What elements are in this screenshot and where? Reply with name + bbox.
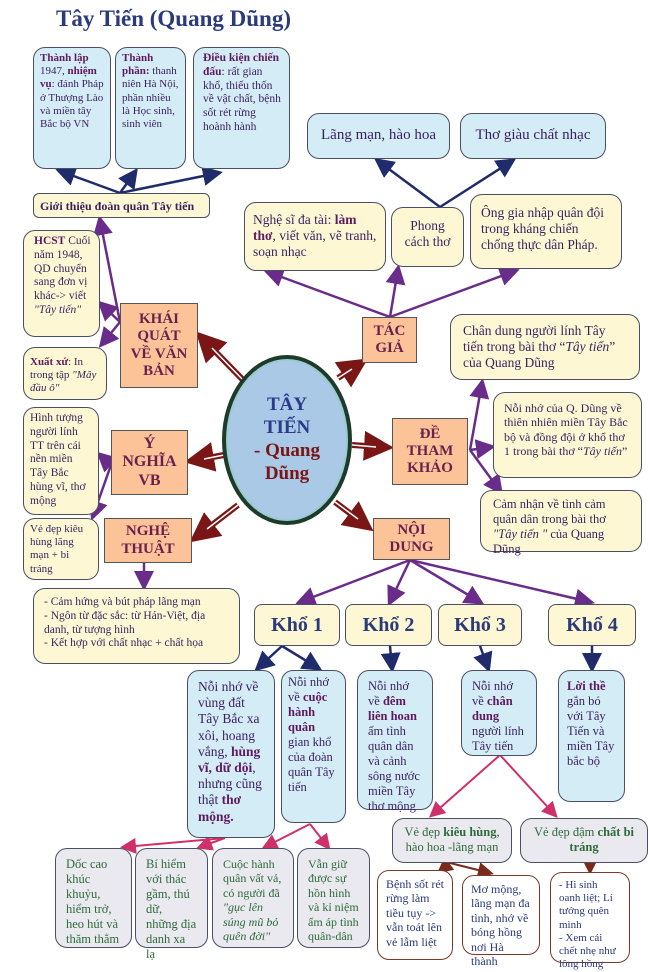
arrow-k1b: [281, 644, 323, 671]
author-node[interactable]: TÁC GIẢ: [362, 317, 417, 363]
art-detail: - Cảm hứng và bút pháp lãng mạn - Ngôn t…: [33, 588, 240, 664]
reference-node[interactable]: ĐỀ THAM KHẢO: [392, 418, 468, 485]
stanza-3-portrait: Nỗi nhớ về chân dung người lính Tây tiến: [461, 670, 537, 756]
arrow-intro-b3: [119, 166, 223, 195]
center-topic: TÂY TIẾN - Quang Dũng: [222, 355, 352, 525]
author-style: Phong cách thơ: [391, 207, 464, 267]
arrow-intro-b1: [55, 166, 121, 195]
arrow-k1b-d3: [261, 823, 311, 849]
double-arrow-art: [189, 502, 240, 543]
style-romantic: Lãng mạn, hào hoa: [307, 113, 450, 159]
reference-3: Cảm nhận về tình cảm quân dân trong bài …: [480, 490, 642, 556]
arrow-author-artist: [263, 267, 391, 319]
arrow-content-k1: [295, 558, 411, 606]
stanza-4-oath: Lời thề gắn bó với Tây Tiến và miền Tây …: [558, 670, 625, 802]
arrow-k1b-d4: [309, 823, 331, 851]
arrow-k3-heroic: [429, 754, 501, 818]
arrow-overview-origin: [98, 321, 121, 348]
arrow-author-style: [385, 264, 406, 318]
stanza-2-feast: Nỗi nhớ về đêm liên hoan ấm tình quân dâ…: [357, 670, 433, 813]
art-item: - Kết hợp với chất nhạc + chất họa: [44, 637, 204, 650]
arrow-content-k4: [409, 558, 595, 609]
arrow-ref-2: [469, 439, 496, 460]
double-arrow-meaning: [184, 442, 225, 472]
intro-label: Giới thiệu đoàn quân Tây tiến: [33, 193, 210, 218]
arrow-ref-3: [468, 449, 503, 496]
arrow-content-k2: [387, 559, 412, 607]
meaning-text: Hình tượng người lính TT trên cái nền mi…: [23, 407, 99, 515]
arrow-overview-hcst: [97, 300, 121, 323]
arrow-ref-1: [468, 378, 490, 451]
meaning-node[interactable]: Ý NGHĨA VB: [111, 430, 188, 495]
stanza-1-landscape: Nỗi nhớ về vùng đất Tây Bắc xa xôi, hoan…: [187, 670, 275, 838]
overview-origin: Xuất xứ: In trong tập "Mây đầu ô": [23, 347, 107, 400]
arrow-author-army: [389, 266, 520, 319]
stanza-1-march: Nỗi nhớ về cuộc hành quân gian khổ của đ…: [281, 670, 346, 823]
stanza-1[interactable]: Khổ 1: [254, 604, 340, 646]
tragic-beauty: Vẻ đẹp đậm chất bi tráng: [520, 818, 648, 863]
meaning-beauty: Vẻ đẹp kiêu hùng lãng mạn + bi tráng: [23, 518, 99, 580]
arrow-k1a-d2: [196, 835, 226, 851]
double-arrow-author: [334, 358, 369, 388]
detail-steep: Dốc cao khúc khuỷu, hiểm trở, heo hút và…: [55, 848, 132, 948]
reference-1: Chân dung người lính Tây tiến trong bài …: [450, 314, 640, 380]
intro-founding: Thành lập 1947, nhiệm vụ: đánh Pháp ở Th…: [33, 47, 111, 169]
arrow-style-1: [373, 158, 441, 209]
arrow-k3-tragic: [499, 754, 558, 818]
arrow-content-k3: [409, 558, 485, 605]
arrow-k3: [473, 645, 493, 673]
arrow-k2: [380, 645, 401, 673]
author-army: Ông gia nhập quân đội trong kháng chiến …: [470, 194, 622, 269]
arrow-heroic-h1: [436, 857, 455, 874]
reference-2: Nỗi nhớ của Q. Dũng về thiên nhiên miền …: [493, 392, 642, 478]
overview-node[interactable]: KHÁI QUÁT VỀ VĂN BẢN: [120, 303, 198, 388]
art-item: - Cảm hứng và bút pháp lãng mạn: [44, 596, 201, 608]
detail-mystery: Bí hiểm với thác gầm, thú dữ, những địa …: [135, 848, 208, 961]
double-arrow-overview: [195, 331, 248, 385]
double-arrow-reference: [351, 430, 394, 461]
detail-bond: Vẫn giữ được sự hồn hình và kỉ niệm ấm á…: [297, 848, 370, 948]
intro-members: Thành phần: thanh niên Hà Nội, phần nhiề…: [115, 47, 186, 169]
overview-hcst: HCST Cuối năm 1948, QD chuyển sang đơn v…: [23, 230, 100, 337]
double-arrow-content: [333, 499, 374, 532]
author-artist: Nghệ sĩ đa tài: làm thơ, viết văn, vẽ tr…: [244, 202, 386, 271]
tragic-detail: - Hi sinh oanh liệt; Lí tưởng quên mình …: [550, 872, 630, 970]
heroic-beauty: Vẻ đẹp kiêu hùng, hào hoa -lãng mạn: [392, 818, 512, 863]
heroic-2: Mơ mộng, lãng mạn đa tình, nhớ về bóng h…: [462, 875, 540, 968]
stanza-2[interactable]: Khổ 2: [345, 604, 432, 646]
detail-march: Cuộc hành quân vất vả, có người đã "gục …: [212, 848, 294, 948]
content-node[interactable]: NỘI DUNG: [373, 518, 450, 560]
stanza-3[interactable]: Khổ 3: [438, 604, 522, 646]
arrow-heroic-h2: [449, 862, 494, 878]
heroic-1: Bệnh sốt rét rừng làm tiều tụy -> vẫn to…: [377, 870, 453, 960]
arrow-meaning-text: [96, 451, 118, 473]
arrow-style-2: [439, 158, 517, 209]
stanza-4[interactable]: Khổ 4: [548, 604, 636, 646]
style-musical: Thơ giàu chất nhạc: [460, 113, 606, 159]
art-node[interactable]: NGHỆ THUẬT: [104, 518, 192, 563]
page-title: Tây Tiến (Quang Dũng): [56, 6, 291, 31]
arrow-intro-b2: [118, 167, 138, 194]
intro-conditions: Điều kiện chiến đấu: rất gian khổ, thiếu…: [193, 47, 290, 169]
arrow-k1a: [254, 645, 283, 672]
art-item: - Ngôn từ đặc sắc: từ Hán-Việt, địa danh…: [44, 609, 206, 636]
